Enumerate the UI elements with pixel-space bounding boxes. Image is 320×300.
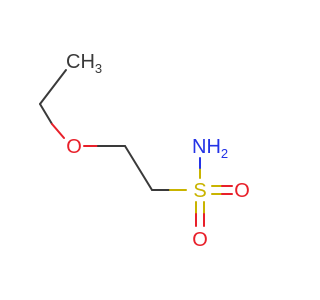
atom-label-sulfonyl-oxygen-right: O [234, 180, 250, 202]
bond-ch2-o-carbon-half [39, 103, 53, 125]
atom-label-sulfur: S [193, 180, 206, 202]
atom-labels: CH3 O NH2 S O O [66, 51, 250, 251]
bond-ch2-ch2 [124, 145, 153, 191]
atom-label-amine: NH2 [192, 136, 228, 161]
molecule-diagram: CH3 O NH2 S O O [39, 51, 250, 251]
bonds [39, 69, 233, 227]
bond-ch3-ch2 [39, 69, 67, 105]
amine-main: NH [192, 136, 221, 158]
methyl-main: CH [66, 51, 95, 73]
methyl-subscript: 3 [95, 61, 102, 76]
bond-ch2-o-oxygen-half [51, 123, 65, 139]
atom-label-sulfonyl-oxygen-bottom: O [192, 229, 208, 251]
amine-subscript: 2 [221, 146, 228, 161]
atom-label-ether-oxygen: O [66, 136, 82, 158]
atom-label-methyl: CH3 [66, 51, 102, 76]
